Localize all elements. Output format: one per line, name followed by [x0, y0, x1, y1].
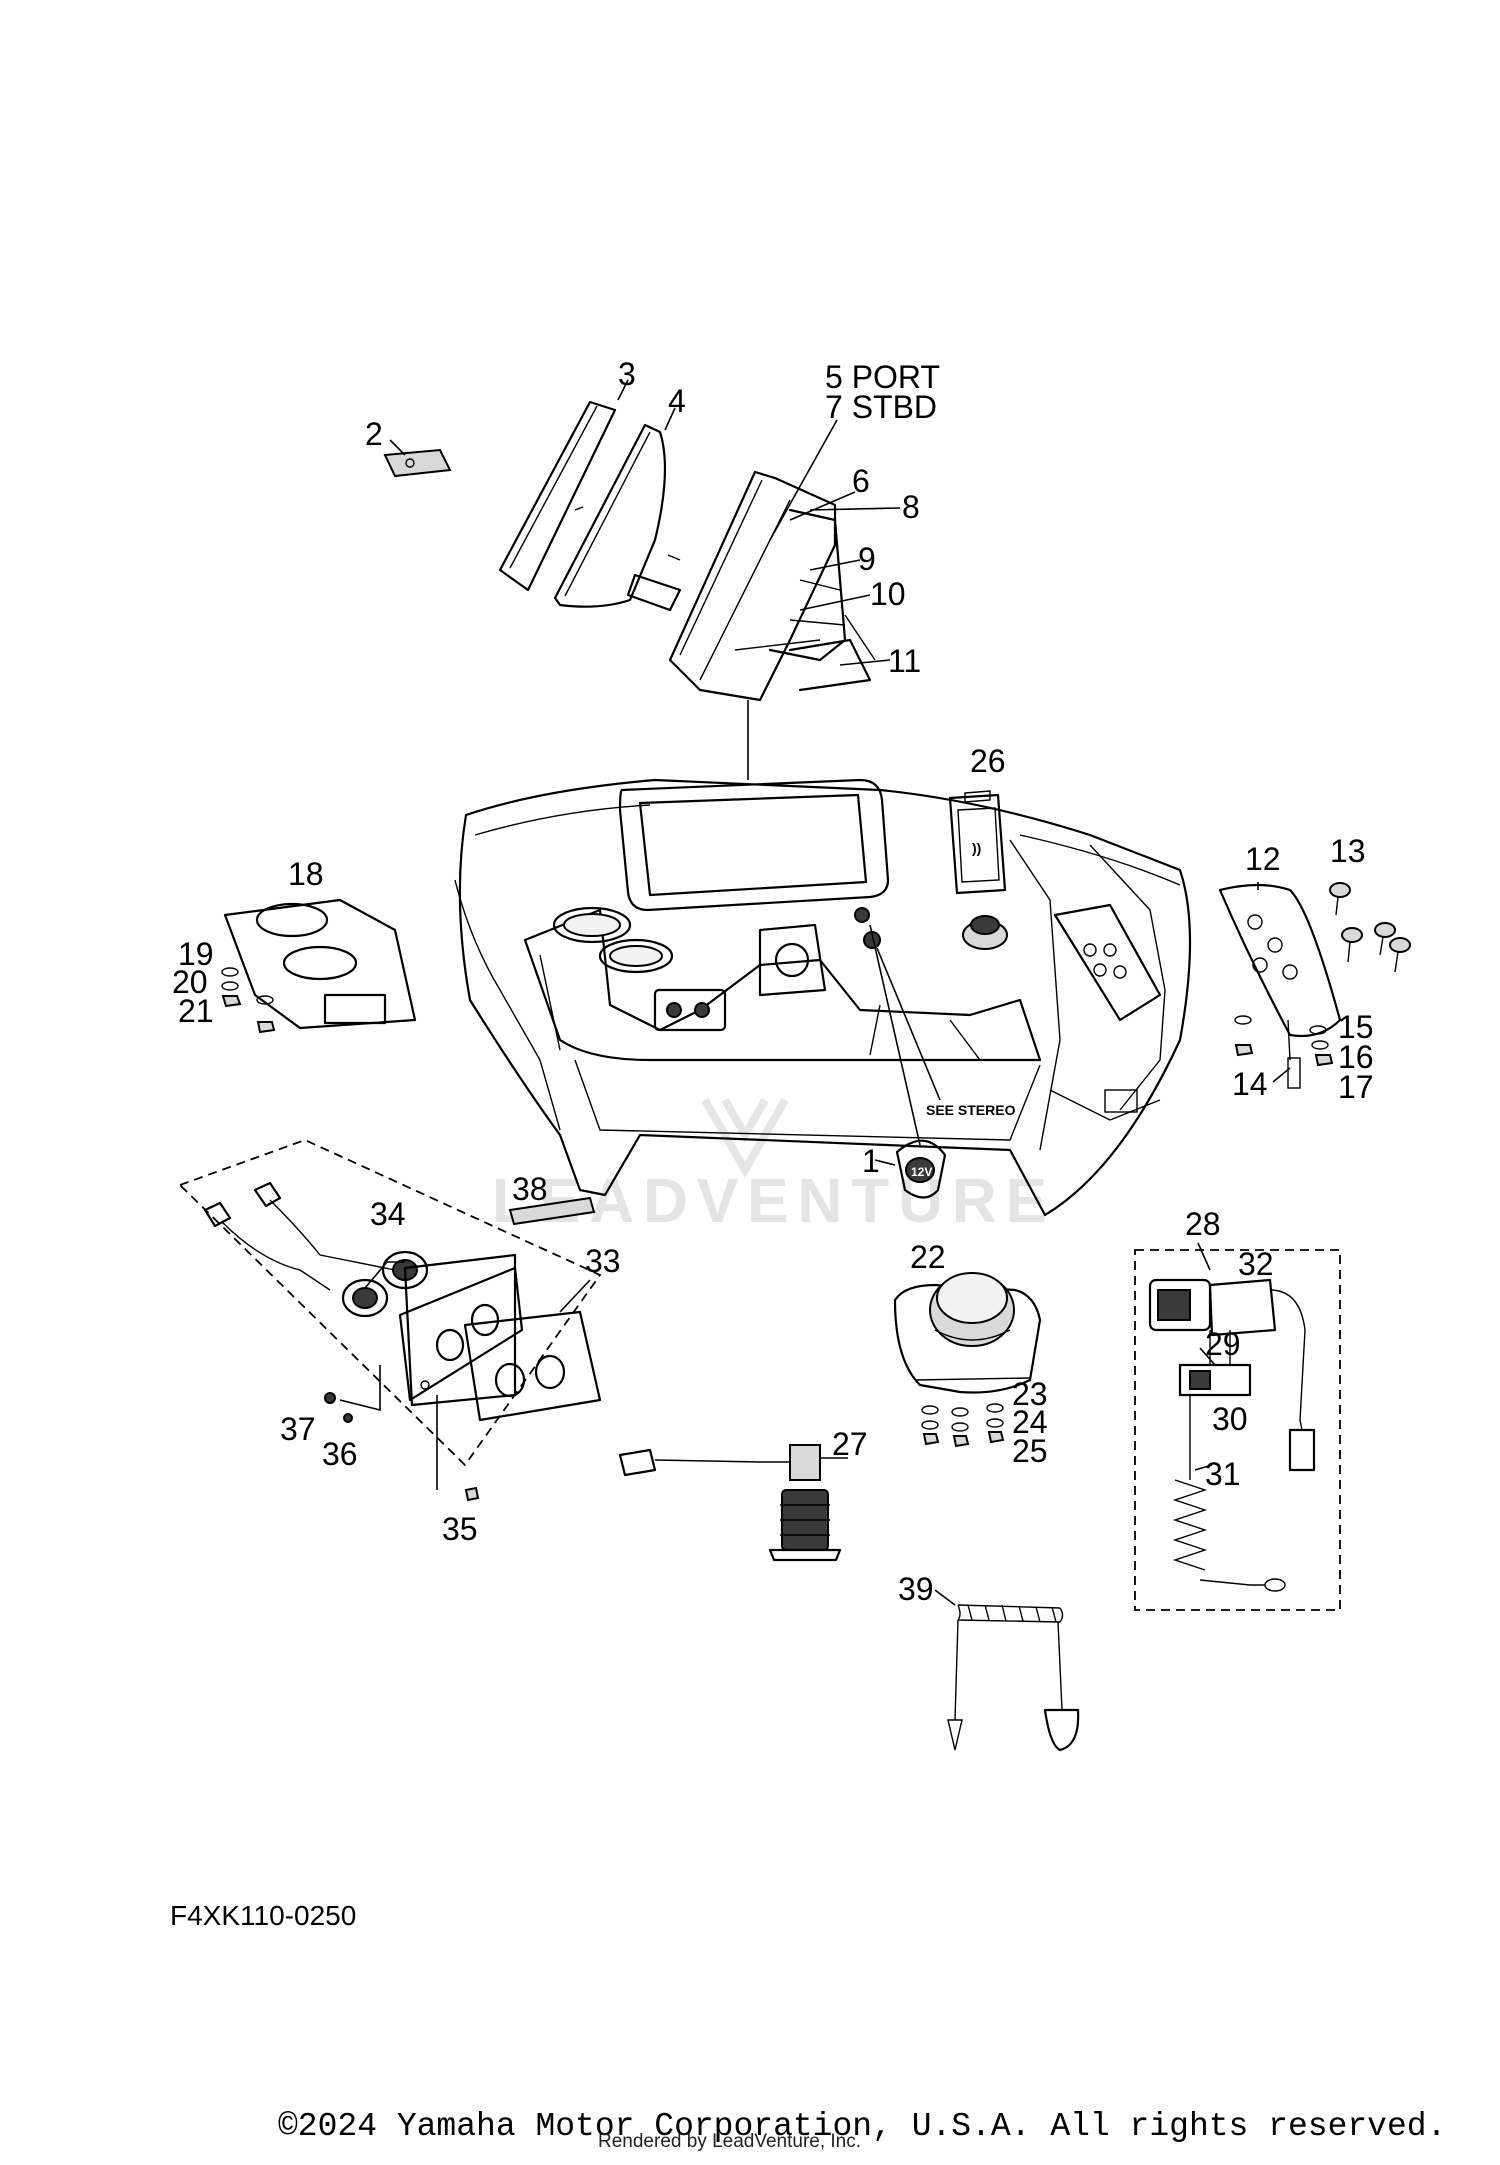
- callout-19: 19: [178, 936, 214, 972]
- part-1-12v-socket: 12V: [895, 1139, 947, 1199]
- parts-35-37-screws: [324, 1365, 480, 1502]
- callout-38: 38: [512, 1171, 548, 1207]
- part-22-control-knob: [893, 1272, 1042, 1394]
- svg-text:)): )): [972, 840, 981, 856]
- callout-16: 16: [1338, 1039, 1374, 1075]
- part-26-phone-charger: )): [948, 790, 1007, 895]
- callout-20: 20: [172, 964, 208, 1000]
- parts-13-plugs: [1329, 882, 1411, 973]
- leader-lines: [364, 379, 1291, 1606]
- callout-10: 10: [870, 576, 906, 612]
- callout-37: 37: [280, 1411, 316, 1447]
- callout-12: 12: [1245, 841, 1281, 877]
- callout-26: 26: [970, 743, 1006, 779]
- callout-27: 27: [832, 1426, 868, 1462]
- callout-34: 34: [370, 1196, 406, 1232]
- part-27-push-switch: [618, 1444, 842, 1562]
- callout-numbers: 3 4 5 PORT 7 STBD 6 8 9 10 11 2 26 18 19…: [172, 356, 1374, 1607]
- console-display: [618, 778, 890, 912]
- part-5-7-bracket-housing: [668, 470, 876, 702]
- callout-35: 35: [442, 1511, 478, 1547]
- callout-2: 2: [365, 416, 383, 452]
- diagram-reference-code: F4XK110-0250: [170, 1900, 357, 1931]
- part-38-decal: [508, 1196, 596, 1226]
- part-39-spare-lanyard: [947, 1604, 1080, 1752]
- callout-1: 1: [862, 1143, 880, 1179]
- callout-22: 22: [910, 1239, 946, 1275]
- callout-33: 33: [585, 1243, 621, 1279]
- callout-7-stbd: 7 STBD: [825, 389, 937, 425]
- callout-30: 30: [1212, 1401, 1248, 1437]
- see-stereo-note: SEE STEREO: [926, 1102, 1016, 1118]
- part-4-display-unit: [553, 423, 682, 612]
- kit-boundary-28: [1134, 1249, 1341, 1611]
- callout-17: 17: [1338, 1069, 1374, 1105]
- callout-13: 13: [1330, 833, 1366, 869]
- callout-25: 25: [1012, 1433, 1048, 1469]
- callout-5-port: 5 PORT: [825, 359, 940, 395]
- callout-15: 15: [1338, 1009, 1374, 1045]
- part-32-key-switch: [1148, 1278, 1306, 1421]
- callout-4: 4: [668, 383, 686, 419]
- callout-8: 8: [902, 489, 920, 525]
- kit-boundary-33: [178, 1139, 602, 1467]
- callout-31: 31: [1205, 1456, 1241, 1492]
- callout-18: 18: [288, 856, 324, 892]
- callout-28: 28: [1185, 1206, 1221, 1242]
- callout-9: 9: [858, 541, 876, 577]
- callout-24: 24: [1012, 1404, 1048, 1440]
- callout-29: 29: [1205, 1326, 1241, 1362]
- part-33-panel: [403, 1253, 602, 1422]
- copyright-notice: ©2024 Yamaha Motor Corporation, U.S.A. A…: [278, 2108, 1447, 2145]
- parts-14-17-hardware: [1234, 1015, 1334, 1089]
- callout-21: 21: [178, 993, 214, 1029]
- parts-19-21-hardware: [221, 967, 276, 1034]
- charger-12v-label: 12V: [911, 1165, 932, 1179]
- callout-3: 3: [618, 356, 636, 392]
- part-2-clip: [383, 448, 452, 478]
- callout-32: 32: [1238, 1246, 1274, 1282]
- callout-23: 23: [1012, 1376, 1048, 1412]
- part-18-left-plate: [223, 898, 417, 1030]
- part-29-30-lanyard-switch: [1178, 1330, 1252, 1397]
- callout-39: 39: [898, 1571, 934, 1607]
- callout-6: 6: [852, 463, 870, 499]
- part-34-switches: [203, 1181, 429, 1318]
- part-33-bezel: [398, 1266, 524, 1402]
- callout-36: 36: [322, 1436, 358, 1472]
- part-12-right-plate: [1218, 883, 1342, 1038]
- part-3-display-cover: [498, 400, 617, 592]
- callout-14: 14: [1232, 1066, 1268, 1102]
- parts-23-25-hardware: [921, 1403, 1005, 1448]
- part-31-lanyard-cord: [1172, 1395, 1316, 1592]
- callout-11: 11: [888, 643, 921, 679]
- rendered-by-credit: Rendered by LeadVenture, Inc.: [598, 2131, 862, 2152]
- dashboard-console: [454, 778, 1192, 1217]
